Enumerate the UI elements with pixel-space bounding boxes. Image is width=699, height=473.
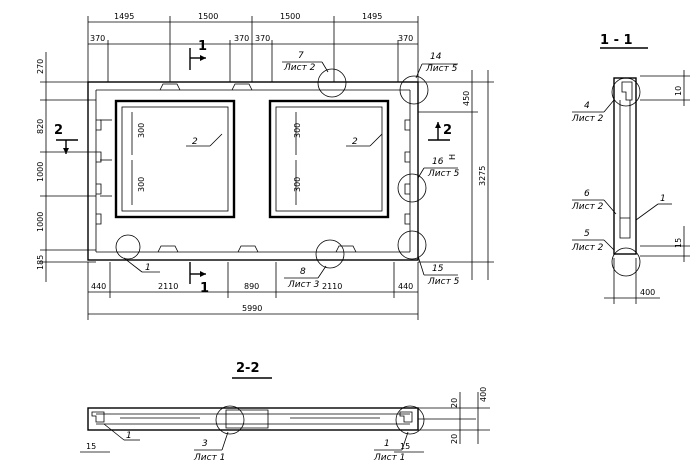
callout-7-sheet: Лист 2 <box>283 63 316 73</box>
detail-circle-8 <box>315 239 345 269</box>
section-2-leader-1: 1 <box>126 431 132 441</box>
detail-circle-7 <box>317 68 347 98</box>
detail-circle-1 <box>115 234 141 260</box>
section-1-circle-top <box>611 77 641 107</box>
right-dim-1: 450 <box>462 91 471 106</box>
section-2-callout-1-sheet: Лист 1 <box>373 453 405 463</box>
section-2-dim-15-right: 15 <box>400 442 410 451</box>
section-1-title: 1 - 1 <box>600 33 633 48</box>
window-opening-left <box>114 99 236 219</box>
callout-8-num: 8 <box>300 267 306 277</box>
section-1-callout-6-num: 6 <box>584 189 590 199</box>
cut-mark-1-top: 1 <box>198 39 207 54</box>
section-2-callout-1-num: 1 <box>384 439 390 449</box>
window-dim-1: 300 <box>137 123 146 138</box>
cut-mark-1-bottom: 1 <box>200 281 209 296</box>
callout-15-sheet: Лист 5 <box>427 277 460 287</box>
bottom-dim-4: 2110 <box>322 282 342 291</box>
right-total: 3275 <box>478 166 487 186</box>
callout-7-num: 7 <box>298 51 304 61</box>
callout-15-num: 15 <box>432 264 444 274</box>
detail-circle-15 <box>397 230 427 260</box>
section-1-callout-4-num: 4 <box>584 101 590 111</box>
left-dim-2: 820 <box>36 119 45 134</box>
top-sub-dim-4: 370 <box>398 34 413 43</box>
left-dim-4: 1000 <box>36 212 45 232</box>
section-1-dim-400: 400 <box>640 288 655 297</box>
callout-8-sheet: Лист 3 <box>287 280 320 290</box>
left-dim-1: 270 <box>36 59 45 74</box>
cut-mark-2-right: 2 <box>443 123 452 138</box>
panel-outline <box>87 81 419 261</box>
section-2-circle-mid <box>215 405 245 435</box>
leader-label-1: 1 <box>145 263 151 273</box>
section-1-callout-5-num: 5 <box>584 229 590 239</box>
top-sub-dim-1: 370 <box>90 34 105 43</box>
left-dim-5: 185 <box>36 255 45 270</box>
section-1-callout-4-sheet: Лист 2 <box>571 114 604 124</box>
section-1-1: 1 - 1 4 Лист 2 6 Лист 2 5 Лист 2 1 10 <box>571 33 690 304</box>
bottom-total: 5990 <box>242 304 262 313</box>
top-dim-2: 1500 <box>198 12 218 21</box>
section-2-callout-3-num: 3 <box>202 439 208 449</box>
section-2-2: 2-2 1 3 Лист 1 1 Лист 1 15 15 <box>80 361 490 463</box>
window-dim-2: 300 <box>137 177 146 192</box>
callout-14-num: 14 <box>430 52 442 62</box>
detail-circle-14 <box>399 75 429 105</box>
window-opening-right <box>268 99 390 219</box>
left-dim-3: 1000 <box>36 162 45 182</box>
window-dim-4: 300 <box>293 177 302 192</box>
section-1-leader-1: 1 <box>660 194 666 204</box>
detail-circle-16 <box>397 173 427 203</box>
top-sub-dim-2: 370 <box>234 34 249 43</box>
section-2-title: 2-2 <box>236 361 260 376</box>
leader-label-2b: 2 <box>352 137 358 147</box>
section-2-dim-20-top: 20 <box>450 398 459 408</box>
section-2-dim-20-bottom: 20 <box>450 434 459 444</box>
bottom-dim-3: 890 <box>244 282 259 291</box>
bottom-dim-2: 2110 <box>158 282 178 291</box>
bottom-dim-5: 440 <box>398 282 413 291</box>
section-2-body <box>87 407 419 431</box>
leader-label-2a: 2 <box>192 137 198 147</box>
plan-view: 300 300 300 300 2 2 1 7 Лист 2 14 Лист 5 <box>36 12 494 320</box>
window-dim-3: 300 <box>293 123 302 138</box>
section-1-circle-bottom <box>611 247 641 277</box>
callout-16-sheet: Лист 5 <box>427 169 460 179</box>
callout-14-sheet: Лист 5 <box>425 64 458 74</box>
section-2-dim-400: 400 <box>479 387 488 402</box>
bottom-dim-1: 440 <box>91 282 106 291</box>
section-1-dim-10: 10 <box>674 86 683 96</box>
section-2-circle-right <box>395 405 425 435</box>
top-dim-4: 1495 <box>362 12 382 21</box>
section-1-dim-15: 15 <box>674 238 683 248</box>
top-dim-3: 1500 <box>280 12 300 21</box>
section-2-callout-3-sheet: Лист 1 <box>193 453 225 463</box>
cut-mark-2-left: 2 <box>54 123 63 138</box>
top-sub-dim-3: 370 <box>255 34 270 43</box>
section-1-callout-5-sheet: Лист 2 <box>571 243 604 253</box>
callout-16-num: 16 <box>432 157 444 167</box>
section-1-callout-6-sheet: Лист 2 <box>571 202 604 212</box>
top-dim-1: 1495 <box>114 12 134 21</box>
section-2-dim-15-left: 15 <box>86 442 96 451</box>
right-letter-h: H <box>448 154 457 160</box>
